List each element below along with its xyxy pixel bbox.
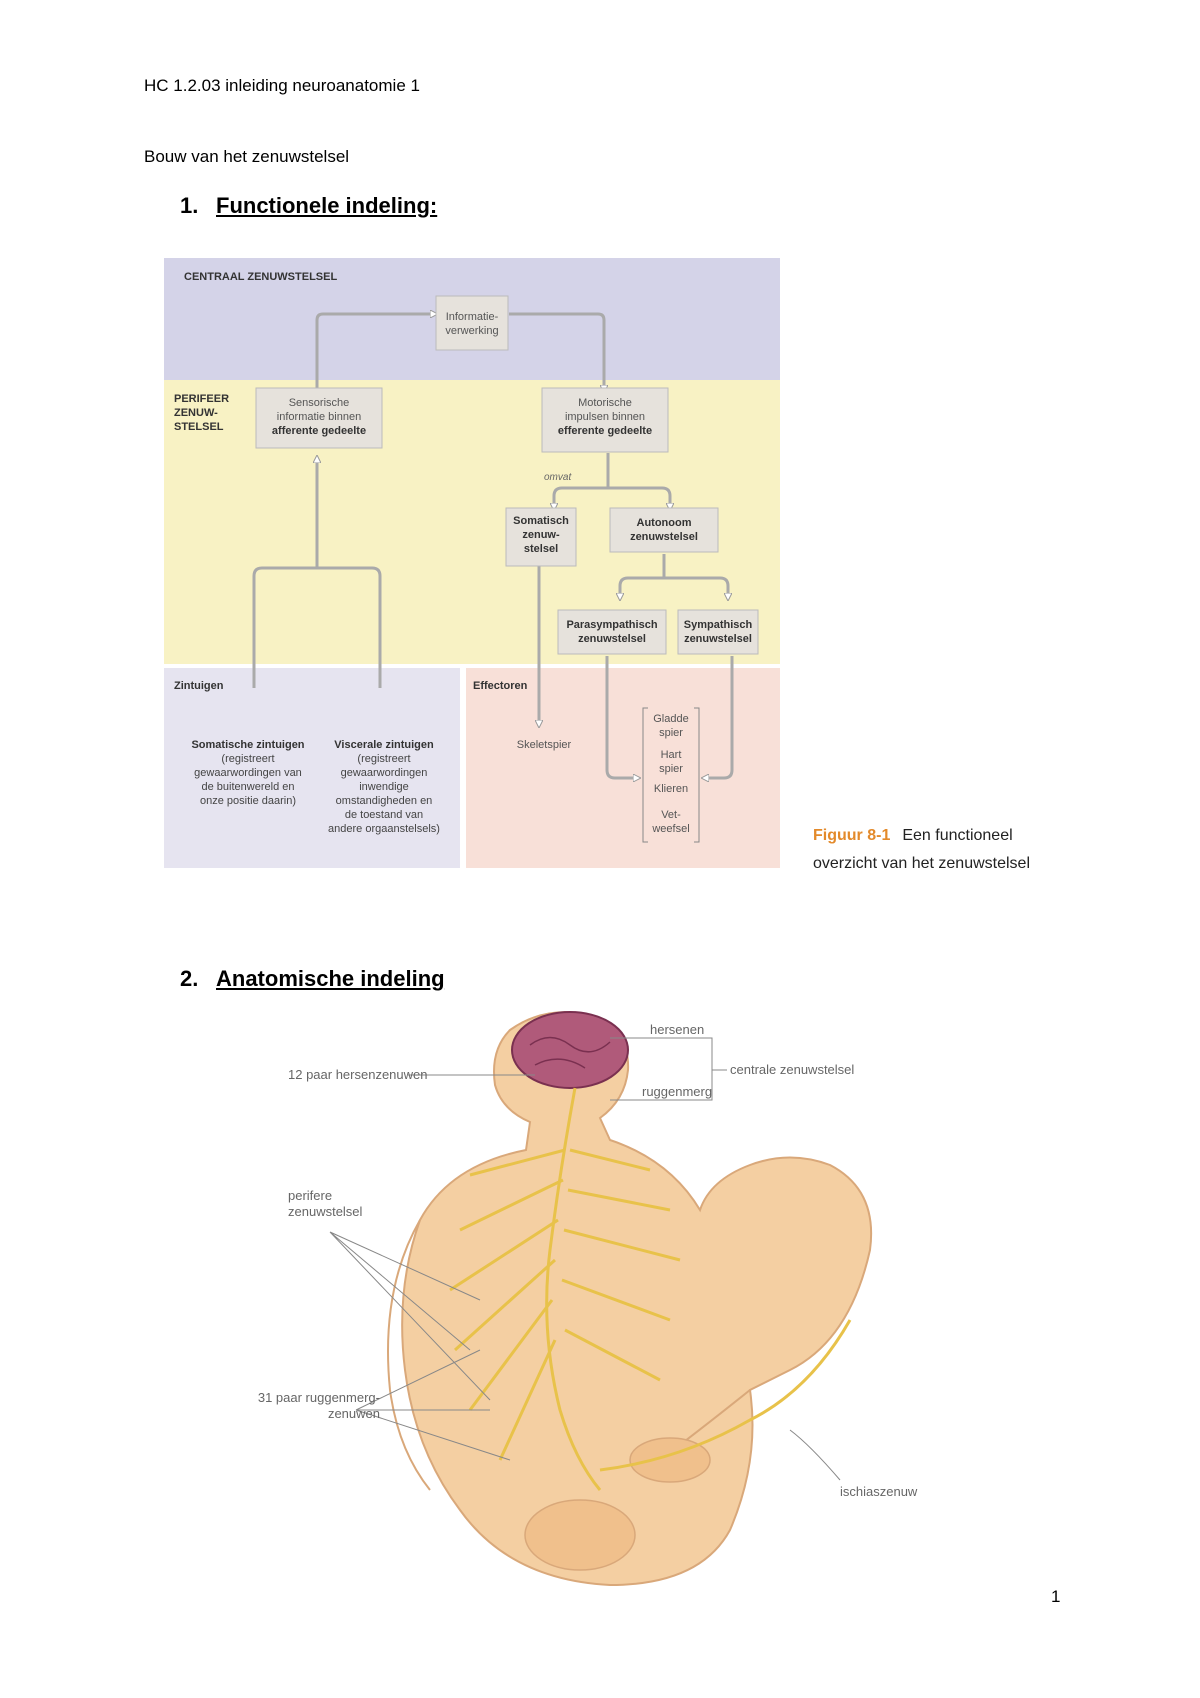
zintuigen-region <box>164 668 460 868</box>
section-number: 1. <box>180 193 199 218</box>
label-ruggenmerg: ruggenmerg <box>642 1084 712 1099</box>
effectoren-region <box>466 668 780 868</box>
body-illustration <box>387 1011 873 1587</box>
box-motorisch: Motorische impulsen binnen efferente ged… <box>541 387 669 453</box>
svg-text:Motorische: Motorische <box>578 397 632 409</box>
svg-text:gewaarwordingen: gewaarwordingen <box>341 767 428 779</box>
svg-text:de toestand van: de toestand van <box>345 809 423 821</box>
svg-text:zenuwstelsel: zenuwstelsel <box>578 633 646 645</box>
label-ruggenmergzenuwen-1: 31 paar ruggenmerg- <box>258 1390 380 1405</box>
svg-text:Informatie-: Informatie- <box>446 311 499 323</box>
svg-text:zenuwstelsel: zenuwstelsel <box>684 633 752 645</box>
svg-text:inwendige: inwendige <box>359 781 409 793</box>
label-zintuigen: Zintuigen <box>174 680 224 692</box>
box-sympathisch: Sympathisch zenuwstelsel <box>677 609 759 655</box>
svg-text:Viscerale zintuigen: Viscerale zintuigen <box>334 739 434 751</box>
box-autonoom: Autonoom zenuwstelsel <box>609 507 719 553</box>
svg-text:verwerking: verwerking <box>445 325 498 337</box>
box-somatisch: Somatisch zenuw- stelsel <box>505 507 577 567</box>
svg-text:omstandigheden en: omstandigheden en <box>336 795 433 807</box>
section-title: Functionele indeling: <box>216 193 438 218</box>
label-effectoren: Effectoren <box>473 680 528 692</box>
svg-text:weefsel: weefsel <box>651 823 689 835</box>
caption-label: Figuur 8-1 <box>813 827 891 844</box>
svg-text:Vet-: Vet- <box>661 809 681 821</box>
svg-text:onze positie daarin): onze positie daarin) <box>200 795 296 807</box>
label-centrale-zenuwstelsel: centrale zenuwstelsel <box>730 1062 854 1077</box>
svg-text:Gladde: Gladde <box>653 713 688 725</box>
svg-text:Sensorische: Sensorische <box>289 397 350 409</box>
svg-text:Parasympathisch: Parasympathisch <box>566 619 657 631</box>
svg-text:andere orgaanstelsels): andere orgaanstelsels) <box>328 823 440 835</box>
svg-text:spier: spier <box>659 763 683 775</box>
label-perifere-2: zenuwstelsel <box>288 1204 363 1219</box>
svg-text:Autonoom: Autonoom <box>637 517 692 529</box>
document-header: HC 1.2.03 inleiding neuroanatomie 1 <box>144 76 420 95</box>
label-leaders <box>329 1037 841 1481</box>
label-omvat: omvat <box>544 472 572 483</box>
label-hersenzenuwen: 12 paar hersenzenuwen <box>288 1067 428 1082</box>
brain-illustration <box>511 1011 629 1089</box>
svg-text:Hart: Hart <box>661 749 682 761</box>
label-ischiaszenuw: ischiaszenuw <box>840 1484 918 1499</box>
label-pzs-1: PERIFEER <box>174 393 229 405</box>
somatische-zintuigen-text: Somatische zintuigen (registreert gewaar… <box>191 739 304 807</box>
svg-text:zenuwstelsel: zenuwstelsel <box>630 531 698 543</box>
section-heading-anatomisch: 2. Anatomische indeling <box>180 966 445 992</box>
label-hersenen: hersenen <box>650 1022 704 1037</box>
svg-text:(registreert: (registreert <box>221 753 274 765</box>
label-ruggenmergzenuwen-2: zenuwen <box>328 1406 380 1421</box>
box-informatie: Informatie- verwerking <box>435 295 509 351</box>
svg-text:afferente gedeelte: afferente gedeelte <box>272 425 366 437</box>
document-subtitle: Bouw van het zenuwstelsel <box>144 147 350 166</box>
svg-text:Somatisch: Somatisch <box>513 515 569 527</box>
svg-text:gewaarwordingen van: gewaarwordingen van <box>194 767 302 779</box>
svg-text:zenuw-: zenuw- <box>522 529 560 541</box>
svg-text:stelsel: stelsel <box>524 543 558 555</box>
svg-text:Sympathisch: Sympathisch <box>684 619 753 631</box>
box-parasympathisch: Parasympathisch zenuwstelsel <box>557 609 667 655</box>
figure1-caption: Figuur 8-1 Een functioneel overzicht van … <box>813 822 1030 878</box>
section-number: 2. <box>180 966 199 991</box>
label-skeletspier: Skeletspier <box>517 739 572 751</box>
label-czs: CENTRAAL ZENUWSTELSEL <box>184 271 337 283</box>
label-perifere-1: perifere <box>288 1188 332 1203</box>
box-sensorisch: Sensorische informatie binnen afferente … <box>255 387 383 449</box>
svg-text:(registreert: (registreert <box>357 753 410 765</box>
svg-text:spier: spier <box>659 727 683 739</box>
svg-text:impulsen binnen: impulsen binnen <box>565 411 645 423</box>
page-number: 1 <box>1051 1587 1061 1606</box>
caption-line-2: overzicht van het zenuwstelsel <box>813 855 1030 872</box>
svg-text:informatie binnen: informatie binnen <box>277 411 361 423</box>
caption-line-1: Een functioneel <box>902 827 1013 844</box>
label-pzs-2: ZENUW- <box>174 407 218 419</box>
effector-bracket <box>642 707 700 843</box>
nerve-illustration <box>449 1087 852 1491</box>
section-title: Anatomische indeling <box>216 966 445 991</box>
effector-list: Gladde spier Hart spier Klieren Vet- wee… <box>651 713 689 835</box>
viscerale-zintuigen-text: Viscerale zintuigen (registreert gewaarw… <box>328 739 440 835</box>
svg-text:Klieren: Klieren <box>654 783 688 795</box>
svg-text:Somatische zintuigen: Somatische zintuigen <box>191 739 304 751</box>
flow-arrows <box>252 314 734 778</box>
anatomical-figure: hersenen centrale zenuwstelsel ruggenmer… <box>258 1011 918 1587</box>
section-heading-functioneel: 1. Functionele indeling: <box>180 193 437 219</box>
label-pzs-3: STELSEL <box>174 421 224 433</box>
svg-text:de buitenwereld en: de buitenwereld en <box>202 781 295 793</box>
svg-text:efferente gedeelte: efferente gedeelte <box>558 425 652 437</box>
functional-overview-figure: CENTRAAL ZENUWSTELSEL PERIFEER ZENUW- ST… <box>164 258 780 868</box>
